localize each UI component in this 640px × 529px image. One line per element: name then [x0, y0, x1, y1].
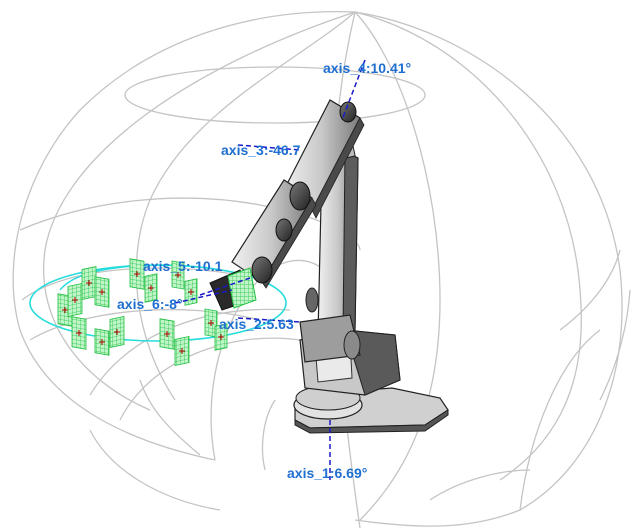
axis-6-label: axis_6:-8°	[117, 296, 183, 312]
elbow-joint	[289, 181, 311, 211]
grid-target	[94, 328, 110, 356]
axis-2-line	[237, 317, 301, 323]
grid-target	[214, 323, 228, 351]
grid-target	[81, 266, 97, 300]
grid-target	[204, 308, 218, 338]
calibration-targets	[57, 258, 228, 366]
axis-4-line	[341, 59, 366, 121]
grid-target	[174, 336, 190, 366]
grid-target	[184, 278, 198, 306]
grid-target	[159, 318, 175, 350]
axis-3-line	[237, 144, 301, 151]
grid-target	[144, 273, 158, 303]
grid-target	[71, 316, 87, 350]
grid-target	[67, 283, 83, 317]
grid-target	[109, 316, 125, 348]
axis-labels: axis_1:6.69° axis_2:5.63 axis_3:-46.7 ax…	[117, 60, 411, 481]
axis-3-label: axis_3:-46.7	[221, 142, 301, 158]
axis-lines	[174, 59, 366, 480]
axis-5-line	[199, 277, 251, 296]
axis-1-label: axis_1:6.69°	[287, 465, 367, 481]
grid-target	[171, 260, 185, 290]
robot-arm	[209, 99, 449, 434]
axis-5-label: axis_5:-10.1	[143, 258, 223, 274]
axis-4-label: axis_4:10.41°	[323, 60, 411, 76]
axis-6-line	[174, 289, 233, 304]
grid-target	[94, 276, 110, 308]
grid-target	[129, 258, 145, 290]
target-path	[29, 264, 287, 342]
wrist-joint	[251, 256, 273, 284]
axis-2-label: axis_2:5.63	[219, 316, 294, 332]
